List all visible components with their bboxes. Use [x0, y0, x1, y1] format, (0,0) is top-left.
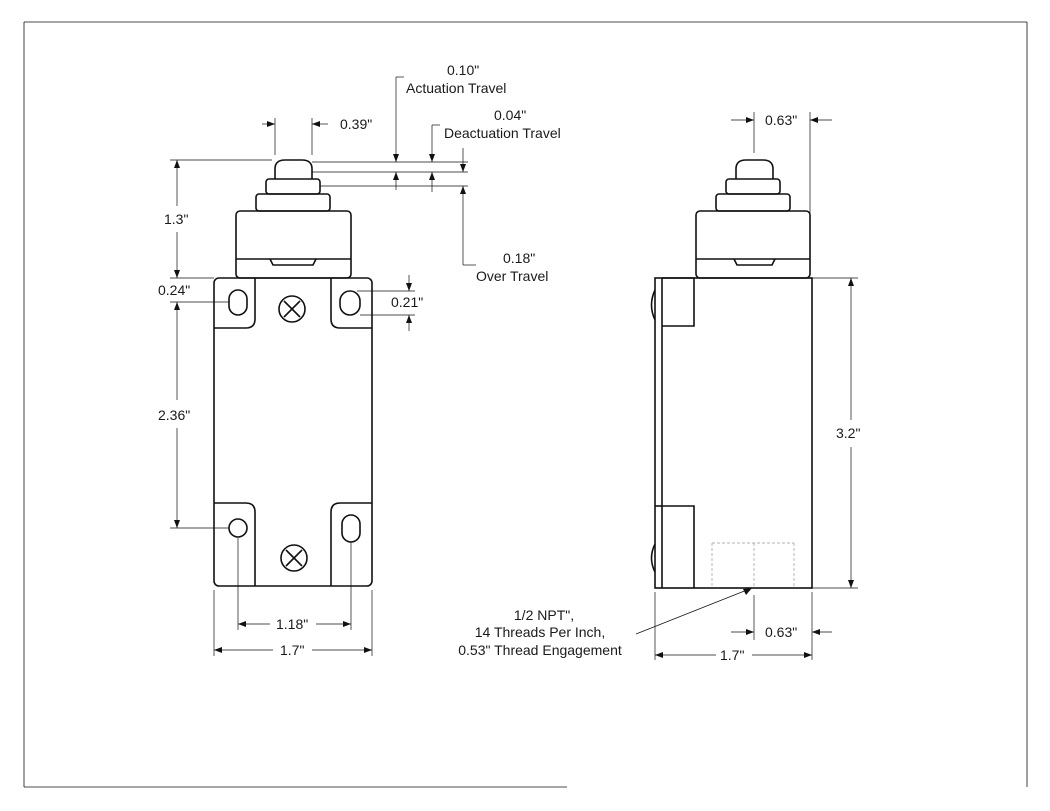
- front-mount-hole-br: [341, 514, 361, 543]
- side-plunger: [735, 159, 774, 179]
- dim-body-height: 3.2": [836, 425, 860, 441]
- side-body: [654, 277, 813, 589]
- front-cover-screw-top: [278, 295, 306, 323]
- dim-actuator-height: 1.3": [164, 211, 188, 227]
- dim-side-bottom-offset: 0.63": [765, 624, 797, 640]
- dimension-labels: 0.39" 0.10" Actuation Travel 0.04" Deact…: [158, 62, 860, 663]
- dim-hole-spacing-horizontal: 1.18": [276, 616, 308, 632]
- dim-side-width: 1.7": [720, 647, 744, 663]
- side-actuator-head: [695, 210, 811, 279]
- dim-overtravel-label: Over Travel: [476, 268, 548, 284]
- dim-hole-spacing-vertical: 2.36": [158, 407, 190, 423]
- dim-hole-offset-right: 0.21": [391, 294, 423, 310]
- dim-deactuation-value: 0.04": [494, 107, 526, 123]
- front-mount-hole-tr: [339, 290, 361, 316]
- front-cover-screw-bottom: [280, 544, 308, 572]
- dim-deactuation-label: Deactuation Travel: [444, 125, 561, 141]
- conduit-note-line2: 14 Threads Per Inch,: [475, 624, 605, 640]
- dim-actuation-label: Actuation Travel: [406, 80, 506, 96]
- front-view: [213, 159, 373, 587]
- dim-hole-offset-left: 0.24": [158, 282, 190, 298]
- side-conduit-hidden-lines: [711, 542, 795, 588]
- front-body: [213, 277, 373, 587]
- front-mount-hole-bl: [228, 518, 248, 538]
- dim-side-top-width: 0.63": [765, 112, 797, 128]
- dim-plunger-width: 0.39": [340, 116, 372, 132]
- front-plunger: [274, 159, 313, 179]
- dim-overtravel-value: 0.18": [503, 250, 535, 266]
- dim-actuation-value: 0.10": [447, 62, 479, 78]
- conduit-note: 1/2 NPT", 14 Threads Per Inch, 0.53" Thr…: [458, 607, 622, 658]
- side-dimension-lines: [635, 112, 858, 660]
- front-mount-hole-tl: [228, 289, 248, 316]
- conduit-note-line3: 0.53" Thread Engagement: [458, 642, 622, 658]
- dim-front-width: 1.7": [280, 642, 304, 658]
- conduit-note-line1: 1/2 NPT",: [514, 607, 574, 623]
- side-view: [650, 159, 813, 589]
- drawing-border: [23, 21, 1028, 788]
- front-dimension-lines: [170, 76, 476, 656]
- front-actuator-head: [235, 210, 352, 279]
